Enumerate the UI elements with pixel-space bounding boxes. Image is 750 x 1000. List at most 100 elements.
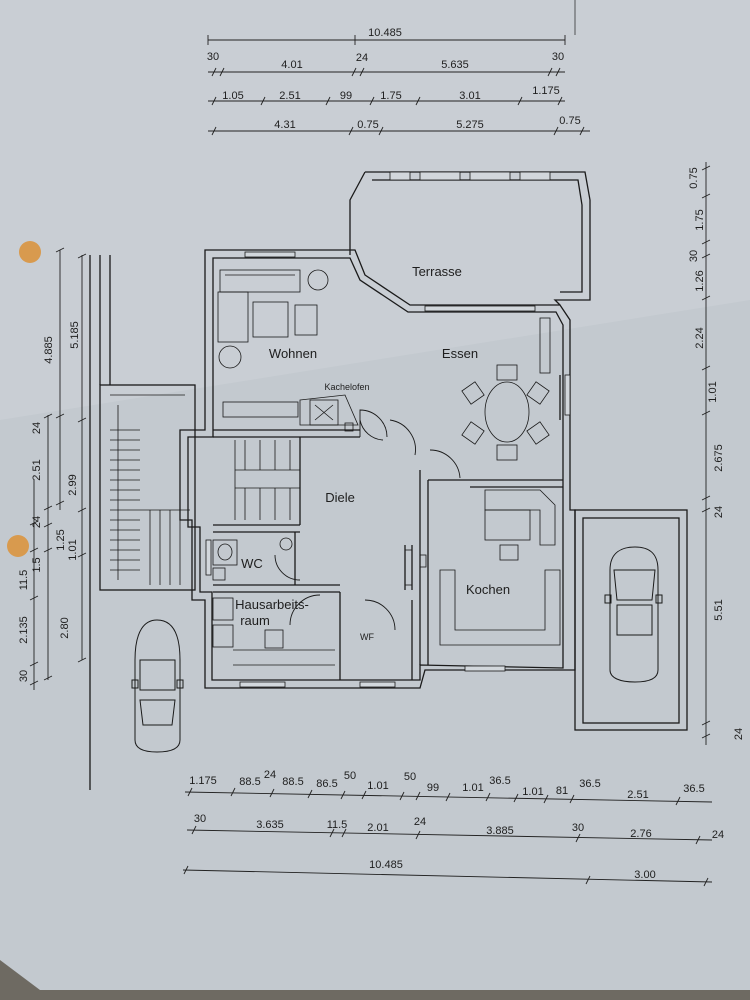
dim-label: 3.00 [634,869,655,881]
dim-label: 0.75 [559,115,580,127]
dim-label: 0.75 [357,119,378,131]
dim-label: 1.25 [55,529,67,550]
dim-label: 50 [404,771,416,783]
side-table [307,269,329,291]
garage [574,509,688,731]
dim-label: 88.5 [282,776,303,788]
dim-label: 30 [552,51,564,63]
room-label-diele: Diele [325,490,355,505]
dim-label: 50 [344,770,356,782]
sofa-left [217,291,249,343]
coffee-table [252,301,289,338]
dim-label: 24 [31,422,43,434]
dim-label: 1.01 [367,780,388,792]
dim-label: 5.185 [69,321,81,349]
dim-label: 10.485 [369,859,403,871]
bottom-dimensions [182,787,713,887]
right-dimensions [701,162,711,745]
dim-label: 2.51 [279,90,300,102]
side-table-2 [218,345,242,369]
dim-label: 30 [207,51,219,63]
dim-label: 2.99 [67,474,79,495]
dim-label: 10.485 [368,27,402,39]
dim-label: 36.5 [579,778,600,790]
dim-label: 99 [427,782,439,794]
dim-label: 4.885 [43,336,55,364]
dim-label: 2.24 [694,327,706,348]
dim-label: 2.675 [713,444,725,472]
dim-label: 1.01 [67,539,79,560]
dim-label: 2.76 [630,828,651,840]
garage-inner [582,517,680,724]
dim-label: 1.175 [189,775,217,787]
dim-label: 30 [194,813,206,825]
inner-outer-wall [187,257,564,681]
dim-label: 99 [340,90,352,102]
dim-label: 1.01 [462,782,483,794]
right-dimension-labels: 0.75 1.75 30 1.26 2.24 1.01 2.675 24 5.5… [688,167,745,740]
dim-label: 24 [414,816,426,828]
room-label-hausarbeitsraum-1: Hausarbeits- [235,597,309,612]
bottom-dimension-labels: 1.175 88.5 24 88.5 86.5 50 1.01 50 99 1.… [189,769,724,881]
dim-label: 24 [356,52,368,64]
dim-label: 1.05 [222,90,243,102]
dim-label: 24 [733,728,745,740]
dim-label: 2.01 [367,822,388,834]
dim-label: 4.31 [274,119,295,131]
room-label-wf: WF [360,632,374,642]
dim-label: 1.175 [532,85,560,97]
dim-label: 24 [712,829,724,841]
left-dimension-labels: 4.885 5.185 24 2.51 2.99 24 1.5 1.25 11.… [18,321,81,682]
dim-label: 11.5 [18,570,30,591]
top-dimension-labels: 10.485 30 4.01 24 5.635 30 1.05 2.51 99 … [207,27,581,131]
dim-label: 4.01 [281,59,302,71]
room-label-kachelofen: Kachelofen [324,382,369,392]
dim-label: 1.26 [694,270,706,291]
outer-stair-block [99,384,196,591]
car-right [604,546,663,683]
dim-label: 1.01 [522,786,543,798]
punch-hole-bottom [7,535,29,557]
dim-label: 30 [688,250,700,262]
dim-label: 30 [572,822,584,834]
stair-treads [110,394,300,585]
windows [205,171,571,688]
dim-label: 5.275 [456,119,484,131]
car-left [131,619,184,753]
dim-label: 86.5 [316,778,337,790]
dim-label: 24 [713,506,725,518]
dim-label: 3.885 [486,825,514,837]
furniture [212,269,561,666]
top-dimensions [207,35,590,136]
room-label-wc: WC [241,556,263,571]
kitchen-island [484,509,531,541]
dim-label: 11.5 [327,819,348,831]
room-labels: Terrasse Wohnen Essen Kachelofen Diele W… [235,264,510,642]
dim-label: 1.75 [380,90,401,102]
sofa-top [219,269,301,293]
dim-label: 0.75 [688,167,700,188]
dim-label: 88.5 [239,776,260,788]
dim-label: 5.51 [713,599,725,620]
dim-label: 30 [18,670,30,682]
dim-label: 81 [556,785,568,797]
dim-label: 1.01 [707,381,719,402]
dim-label: 24 [31,516,43,528]
dim-label: 3.01 [459,90,480,102]
paper-shade [0,0,750,420]
dining-table [484,381,530,443]
room-label-essen: Essen [442,346,478,361]
dim-label: 3.635 [256,819,284,831]
dim-label: 5.635 [441,59,469,71]
room-label-terrasse: Terrasse [412,264,462,279]
punch-hole-top [19,241,41,263]
room-label-wohnen: Wohnen [269,346,317,361]
room-label-kochen: Kochen [466,582,510,597]
dim-label: 2.80 [59,617,71,638]
dim-label: 1.75 [694,209,706,230]
dim-label: 24 [264,769,276,781]
dim-label: 2.51 [627,789,648,801]
door-swings [274,409,461,631]
left-dimensions [29,247,87,690]
